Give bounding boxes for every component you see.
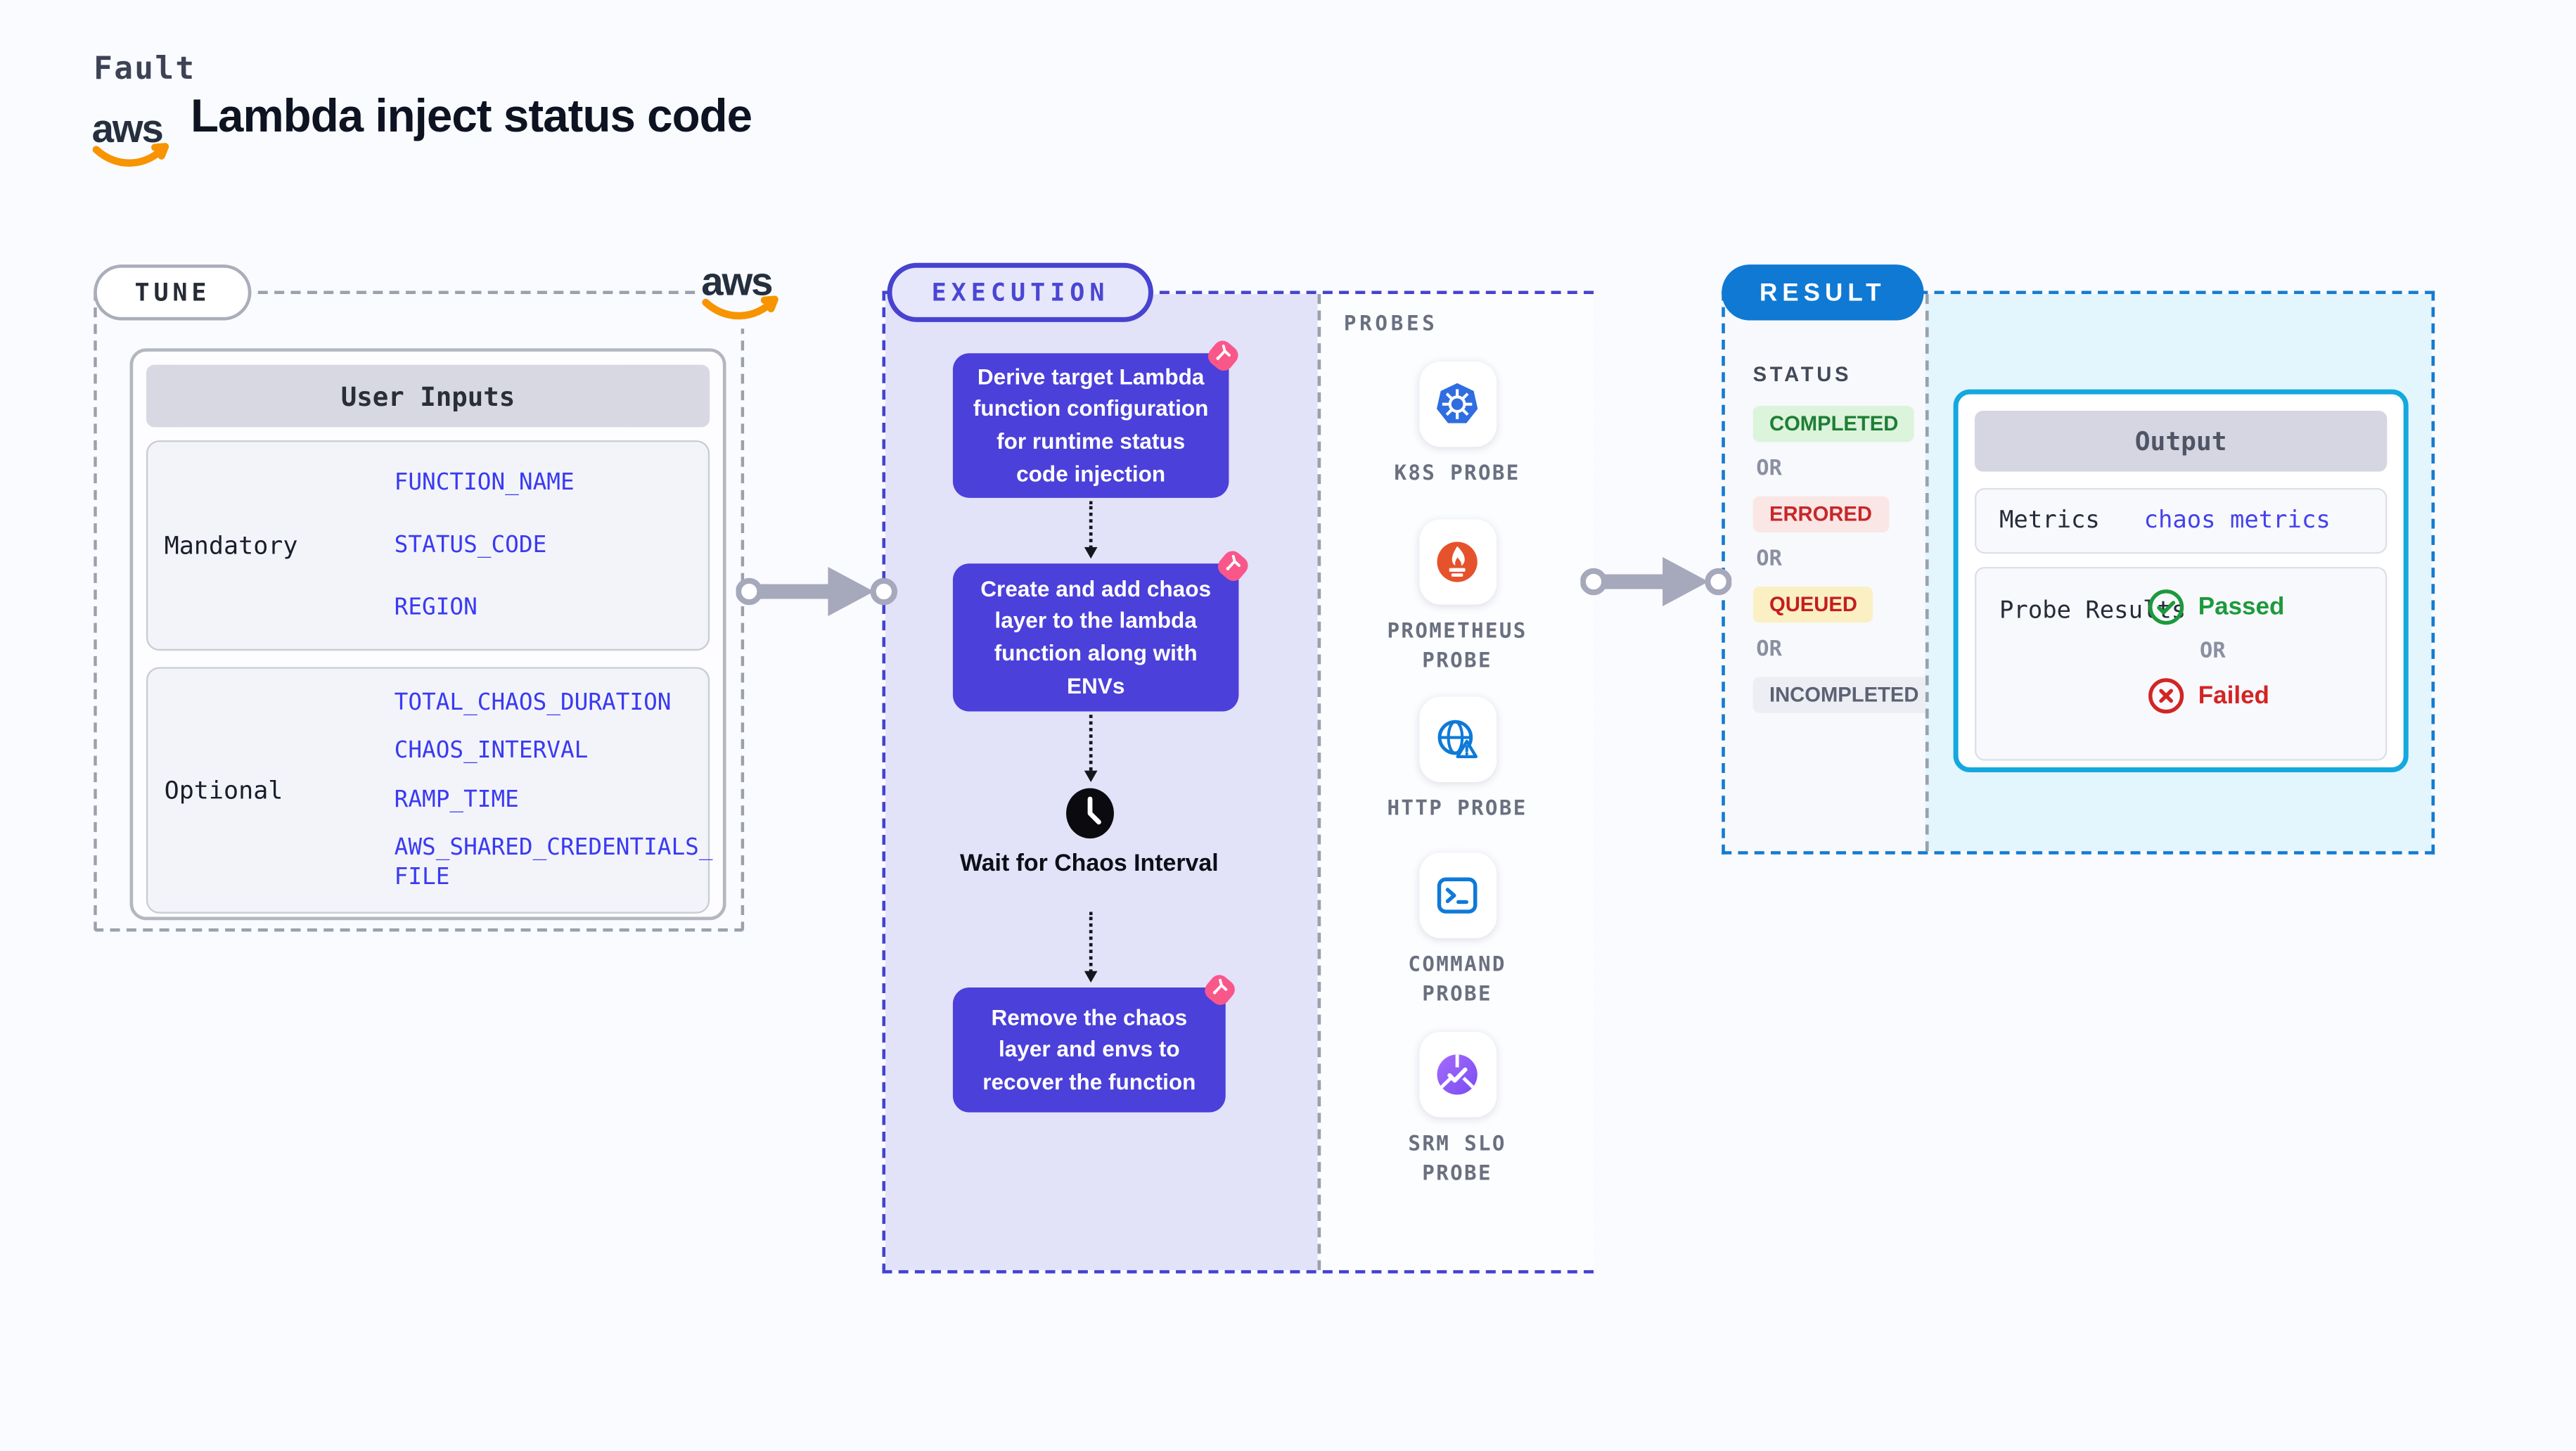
probe-label: K8S PROBE xyxy=(1394,460,1520,485)
probe-card xyxy=(1418,361,1497,447)
probe-card xyxy=(1418,852,1497,938)
variable: CHAOS_INTERVAL xyxy=(394,738,589,765)
table-row: Mandatory FUNCTION_NAME STATUS_CODE REGI… xyxy=(146,440,710,651)
probe-item: K8S PROBE xyxy=(1321,361,1594,488)
probe-item: SRM SLO PROBE xyxy=(1321,1032,1594,1189)
flow-connector xyxy=(1084,715,1098,782)
variable: FUNCTION_NAME xyxy=(394,469,575,497)
litmus-chaos-icon xyxy=(1217,551,1248,582)
failed-verdict: Failed xyxy=(2147,677,2284,715)
chaos-metrics-link[interactable]: chaos metrics xyxy=(2144,507,2331,535)
probe-results-row: Probe Results Passed OR xyxy=(1974,566,2388,761)
output-title: Output xyxy=(1974,411,2388,472)
aws-logo-icon: aws xyxy=(92,106,169,167)
probe-card xyxy=(1418,519,1497,605)
probe-card xyxy=(1418,1032,1497,1118)
probe-label: SRM SLO PROBE xyxy=(1408,1130,1506,1185)
svg-text:aws: aws xyxy=(701,259,771,303)
or-label: OR xyxy=(2200,639,2226,664)
tune-section: TUNE aws User Inputs Mandatory FUNCTION_… xyxy=(94,250,786,932)
output-card: Output Metrics chaos metrics Probe Resul… xyxy=(1953,389,2409,772)
or-label: OR xyxy=(1756,456,1782,482)
status-badge-completed: COMPLETED xyxy=(1752,406,1915,442)
variable: STATUS_CODE xyxy=(394,532,547,559)
srm-slo-icon xyxy=(1437,1054,1478,1095)
probe-label: HTTP PROBE xyxy=(1387,795,1527,820)
step-text: Derive target Lambda function configurat… xyxy=(973,364,1209,486)
page-title: Lambda inject status code xyxy=(190,90,752,141)
passed-label: Passed xyxy=(2198,593,2285,622)
row-label-mandatory: Mandatory xyxy=(164,530,298,561)
wait-label: Wait for Chaos Interval xyxy=(959,851,1219,878)
result-section: RESULT STATUS COMPLETED OR ERRORED OR QU… xyxy=(1722,264,2435,855)
variable: TOTAL_CHAOS_DURATION xyxy=(394,689,672,716)
failed-label: Failed xyxy=(2198,682,2269,710)
result-output-area: Output Metrics chaos metrics Probe Resul… xyxy=(1925,294,2432,852)
optional-variables: TOTAL_CHAOS_DURATION CHAOS_INTERVAL RAMP… xyxy=(395,679,723,902)
probe-item: HTTP PROBE xyxy=(1321,696,1594,824)
kubernetes-icon xyxy=(1436,383,1478,423)
row-label-optional: Optional xyxy=(164,775,283,805)
svg-text:aws: aws xyxy=(92,106,162,151)
variable: REGION xyxy=(394,594,478,621)
fault-eyebrow: Fault xyxy=(94,51,196,87)
user-inputs-title: User Inputs xyxy=(146,364,710,428)
user-inputs-table: User Inputs Mandatory FUNCTION_NAME STAT… xyxy=(129,348,726,921)
status-title: STATUS xyxy=(1752,363,1852,386)
x-circle-icon xyxy=(2148,678,2184,714)
probe-results-values: Passed OR Failed xyxy=(2147,588,2284,715)
flow-arrow-execution-to-result xyxy=(1580,556,1732,607)
status-badge-incompleted: INCOMPLETED xyxy=(1752,677,1935,713)
or-label: OR xyxy=(1756,546,1782,572)
step-text: Create and add chaos layer to the lambda… xyxy=(980,576,1212,698)
result-badge: RESULT xyxy=(1722,264,1924,321)
passed-verdict: Passed xyxy=(2147,588,2284,626)
probes-column: PROBES K8S PROBE xyxy=(1317,294,1594,1270)
metrics-label: Metrics xyxy=(1999,507,2100,535)
wait-node xyxy=(1065,787,1115,840)
check-circle-icon xyxy=(2148,589,2184,625)
aws-logo-icon: aws xyxy=(701,259,778,320)
step-derive-lambda-config: Derive target Lambda function configurat… xyxy=(952,340,1238,498)
status-list: COMPLETED OR ERRORED OR QUEUED OR INCOMP… xyxy=(1752,406,1935,713)
flow-connector xyxy=(1084,501,1098,559)
status-badge-errored: ERRORED xyxy=(1752,496,1889,532)
litmus-chaos-icon xyxy=(1207,340,1238,371)
variable: RAMP_TIME xyxy=(394,786,519,813)
litmus-chaos-icon xyxy=(1205,975,1235,1005)
execution-badge: EXECUTION xyxy=(887,262,1154,322)
mandatory-variables: FUNCTION_NAME STATUS_CODE REGION xyxy=(395,452,723,639)
aws-logo: aws xyxy=(90,102,172,171)
execution-section: PROBES K8S PROBE xyxy=(882,262,1594,1274)
metrics-row: Metrics chaos metrics xyxy=(1974,487,2388,554)
status-column: STATUS COMPLETED OR ERRORED OR QUEUED OR… xyxy=(1724,294,1935,852)
http-globe-icon xyxy=(1437,720,1478,758)
table-row: Optional TOTAL_CHAOS_DURATION CHAOS_INTE… xyxy=(146,667,713,914)
probe-label: PROMETHEUS PROBE xyxy=(1387,618,1527,672)
clock-icon xyxy=(1066,788,1114,839)
probe-item: PROMETHEUS PROBE xyxy=(1321,519,1594,676)
probes-title: PROBES xyxy=(1343,310,1438,335)
aws-logo: aws xyxy=(696,250,786,329)
prometheus-icon xyxy=(1437,542,1478,582)
step-add-chaos-layer: Create and add chaos layer to the lambda… xyxy=(952,551,1248,712)
terminal-icon xyxy=(1437,877,1478,914)
probe-card xyxy=(1418,696,1497,782)
probe-label: COMMAND PROBE xyxy=(1408,951,1506,1006)
probe-item: COMMAND PROBE xyxy=(1321,852,1594,1009)
flow-arrow-tune-to-execution xyxy=(736,566,898,617)
tune-badge: TUNE xyxy=(94,264,252,321)
step-remove-chaos-layer: Remove the chaos layer and envs to recov… xyxy=(952,975,1235,1113)
flow-connector xyxy=(1084,912,1098,983)
status-badge-queued: QUEUED xyxy=(1752,586,1874,623)
or-label: OR xyxy=(1756,637,1782,663)
step-text: Remove the chaos layer and envs to recov… xyxy=(982,1004,1196,1094)
variable: AWS_SHARED_CREDENTIALS_FILE xyxy=(394,834,713,891)
